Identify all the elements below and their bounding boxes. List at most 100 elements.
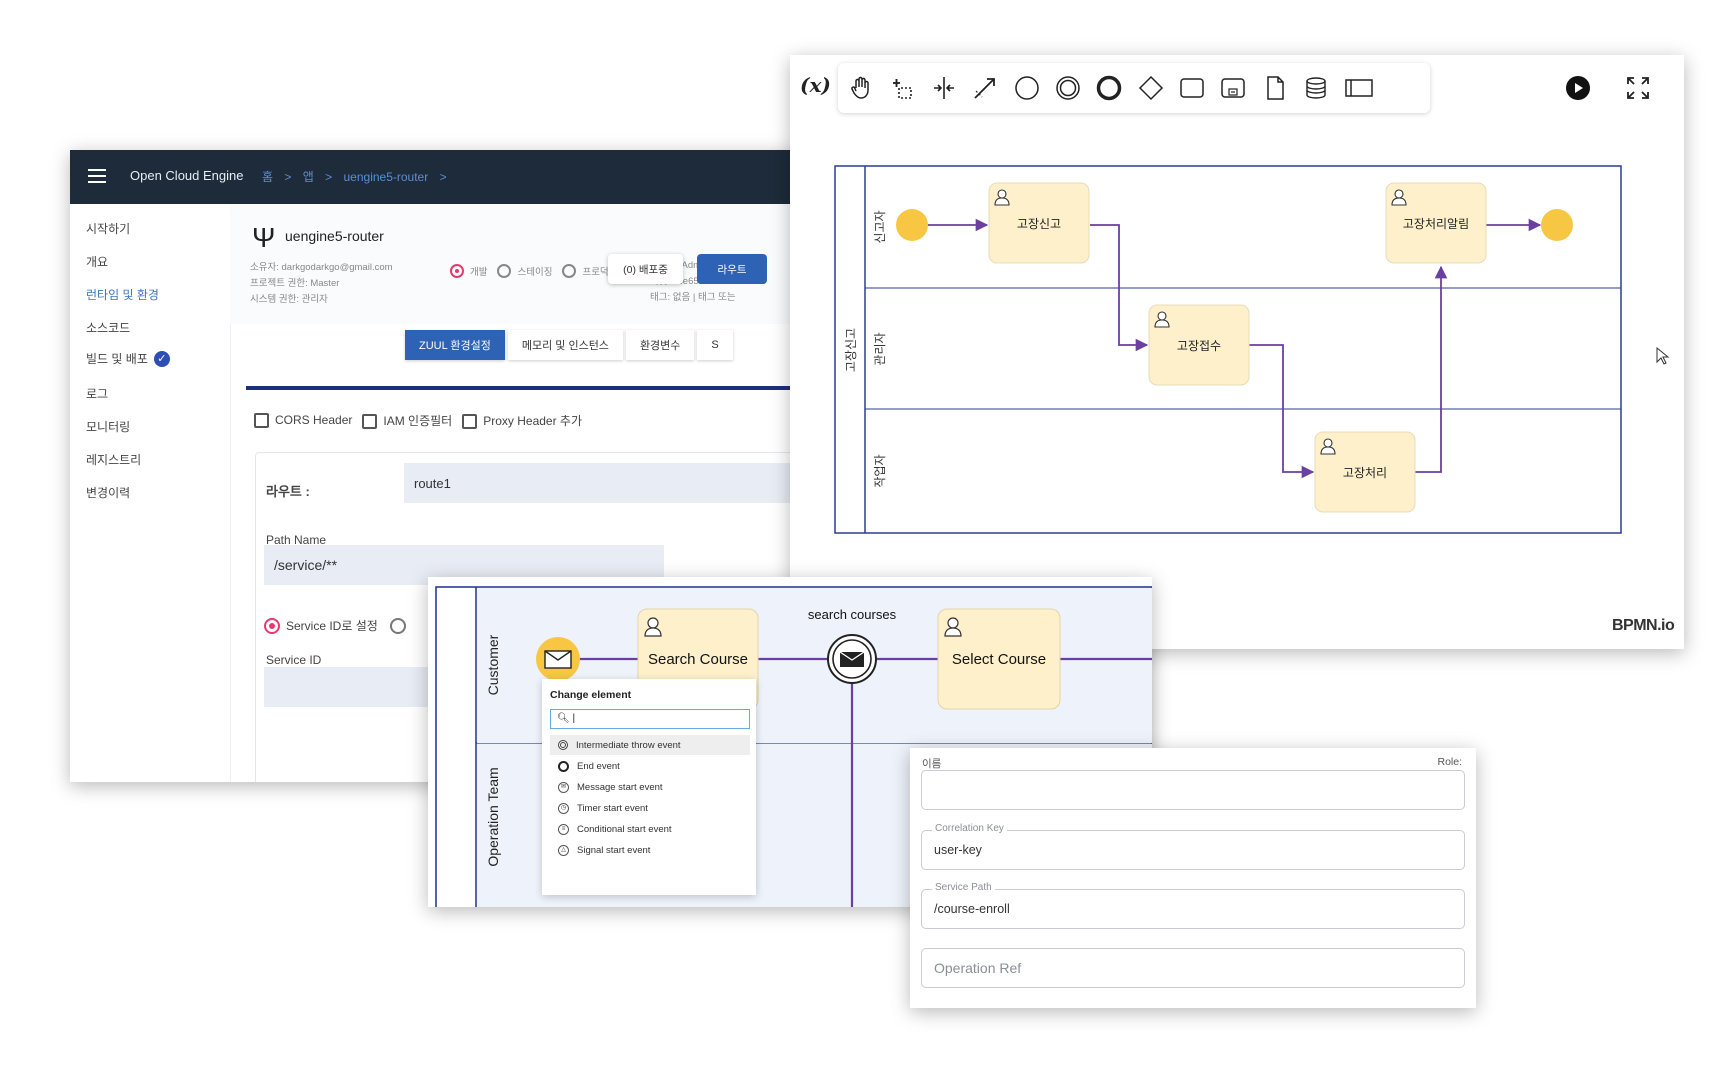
app-title: uengine5-router [285, 228, 384, 244]
sidebar: 시작하기 개요 런타임 및 환경 소스코드 빌드 및 배포✓ 로그 모니터링 레… [70, 204, 231, 782]
bpmn-canvas[interactable]: 고장신고 신고자 관리자 작업자 고장신고 고장접수 고장처리 [790, 55, 1684, 649]
task-label: Select Course [952, 651, 1046, 668]
sidebar-item-start[interactable]: 시작하기 [86, 220, 130, 237]
env-radio-group: 개발 스테이징 프로덕션 [450, 264, 617, 278]
lane-label: 작업자 [873, 454, 887, 487]
sequence-flow[interactable] [1415, 265, 1448, 473]
connect-tool-icon[interactable] [972, 75, 998, 101]
iam-checkbox[interactable]: IAM 인증필터 [362, 412, 453, 430]
data-object-icon[interactable] [1262, 75, 1288, 101]
sidebar-item-label: 변경이력 [86, 486, 131, 500]
list-item[interactable]: End event [550, 756, 750, 776]
sidebar-item-registry[interactable]: 레지스트리 [86, 451, 141, 468]
hand-tool-icon[interactable] [848, 75, 874, 101]
checkbox-box[interactable] [462, 414, 478, 430]
popup-title: Change element [550, 689, 632, 701]
sidebar-item-label: 레지스트리 [86, 453, 142, 467]
menu-icon[interactable] [88, 169, 106, 183]
lasso-tool-icon[interactable] [890, 75, 916, 101]
user-icon [944, 617, 962, 637]
task-icon[interactable] [1179, 75, 1205, 101]
list-item[interactable]: ≡ Conditional start event [550, 819, 750, 839]
bpmn-watermark[interactable]: BPMN.io [1612, 617, 1675, 634]
sidebar-item-history[interactable]: 변경이력 [86, 484, 130, 501]
list-item[interactable]: ✉ Message start event [550, 777, 750, 797]
operation-ref-field[interactable]: Operation Ref [921, 948, 1465, 988]
task-label: 고장처리 [1343, 466, 1387, 480]
variables-button[interactable]: (x) [800, 73, 831, 97]
tab-memory[interactable]: 메모리 및 인스턴스 [507, 330, 623, 360]
route-button[interactable]: 라우트 [697, 254, 767, 284]
conditional-start-event-icon: ≡ [558, 823, 569, 835]
cors-checkbox[interactable]: CORS Header [254, 413, 352, 429]
course-canvas[interactable]: Customer Operation Team Search Course Se… [428, 577, 1152, 907]
radio-label: Service ID로 설정 [286, 619, 378, 633]
deploying-button[interactable]: (0) 배포중 [608, 254, 683, 284]
list-item[interactable]: Intermediate throw event [550, 735, 750, 755]
owner-text: 소유자: darkgodarkgo@gmail.com [250, 262, 393, 273]
pool-icon[interactable] [1344, 75, 1374, 101]
env-radio-dev[interactable] [450, 264, 464, 278]
play-icon[interactable] [1565, 75, 1591, 101]
task-label: 고장접수 [1177, 339, 1221, 353]
breadcrumb-apps[interactable]: 앱 [302, 170, 314, 184]
task-process[interactable]: 고장처리 [1314, 431, 1416, 513]
path-name-label: Path Name [266, 533, 327, 547]
env-radio-staging[interactable] [497, 264, 512, 278]
service-path-field[interactable]: Service Path /course-enroll [921, 882, 1465, 929]
correlation-key-field[interactable]: Correlation Key user-key [921, 823, 1465, 870]
space-tool-icon[interactable] [931, 75, 957, 101]
field-legend: Service Path [932, 882, 995, 893]
fullscreen-icon[interactable] [1625, 75, 1651, 101]
checkbox-box[interactable] [254, 413, 269, 429]
task-receive[interactable]: 고장접수 [1148, 304, 1250, 386]
data-store-icon[interactable] [1303, 75, 1329, 101]
popup-search-input[interactable]: 🔍︎ | [550, 709, 750, 729]
tab-divider [246, 386, 1145, 390]
alt-radio[interactable] [389, 617, 406, 634]
pool-label: 고장신고 [844, 328, 858, 372]
header-options: CORS Header IAM 인증필터 Proxy Header 추가 [254, 412, 582, 430]
subprocess-icon[interactable] [1220, 75, 1246, 101]
sidebar-item-log[interactable]: 로그 [86, 385, 108, 402]
sequence-flow[interactable] [1090, 224, 1149, 352]
gateway-icon[interactable] [1138, 75, 1164, 101]
sidebar-item-runtime[interactable]: 런타임 및 환경 [86, 286, 159, 303]
start-event[interactable] [896, 209, 928, 241]
service-id-radio[interactable] [264, 617, 280, 634]
sidebar-item-build[interactable]: 빌드 및 배포✓ [86, 350, 170, 367]
list-item[interactable]: △ Signal start event [550, 840, 750, 860]
end-event-icon[interactable] [1096, 75, 1122, 101]
sidebar-item-overview[interactable]: 개요 [86, 253, 108, 270]
usb-icon: Ψ [252, 222, 276, 253]
tab-env[interactable]: 환경변수 [625, 330, 695, 360]
breadcrumb-home[interactable]: 홈 [262, 170, 274, 184]
task-select-course[interactable]: Select Course [937, 608, 1061, 710]
task-notify[interactable]: 고장처리알림 [1385, 182, 1487, 264]
end-event[interactable] [1541, 209, 1573, 241]
list-item[interactable]: ◷ Timer start event [550, 798, 750, 818]
proxy-checkbox[interactable]: Proxy Header 추가 [462, 412, 582, 430]
breadcrumb-app[interactable]: uengine5-router [343, 170, 429, 184]
name-input[interactable] [921, 770, 1465, 810]
tab-zuul[interactable]: ZUUL 환경설정 [405, 330, 505, 360]
sidebar-item-monitoring[interactable]: 모니터링 [86, 418, 130, 435]
checkbox-box[interactable] [362, 414, 378, 430]
tags-text: 태그: 없음 | 태그 또는 [650, 292, 736, 303]
intermediate-throw-event-icon [558, 740, 568, 750]
tab-more[interactable]: S [697, 330, 733, 360]
task-report[interactable]: 고장신고 [988, 182, 1090, 264]
list-item-label: Message start event [577, 781, 663, 793]
env-radio-prod[interactable] [562, 264, 577, 278]
sidebar-item-source[interactable]: 소스코드 [86, 319, 130, 336]
message-start-event[interactable] [536, 637, 580, 681]
intermediate-event-icon[interactable] [1055, 75, 1081, 101]
checkbox-label: IAM 인증필터 [383, 414, 453, 428]
brand-name[interactable]: Open Cloud Engine [130, 168, 244, 183]
sidebar-item-label: 로그 [86, 387, 109, 401]
name-label: 이름 [922, 758, 942, 770]
intermediate-message-event[interactable] [827, 634, 877, 684]
start-event-icon[interactable] [1014, 75, 1040, 101]
sequence-flow[interactable] [1249, 344, 1315, 479]
end-event-icon [558, 760, 569, 772]
